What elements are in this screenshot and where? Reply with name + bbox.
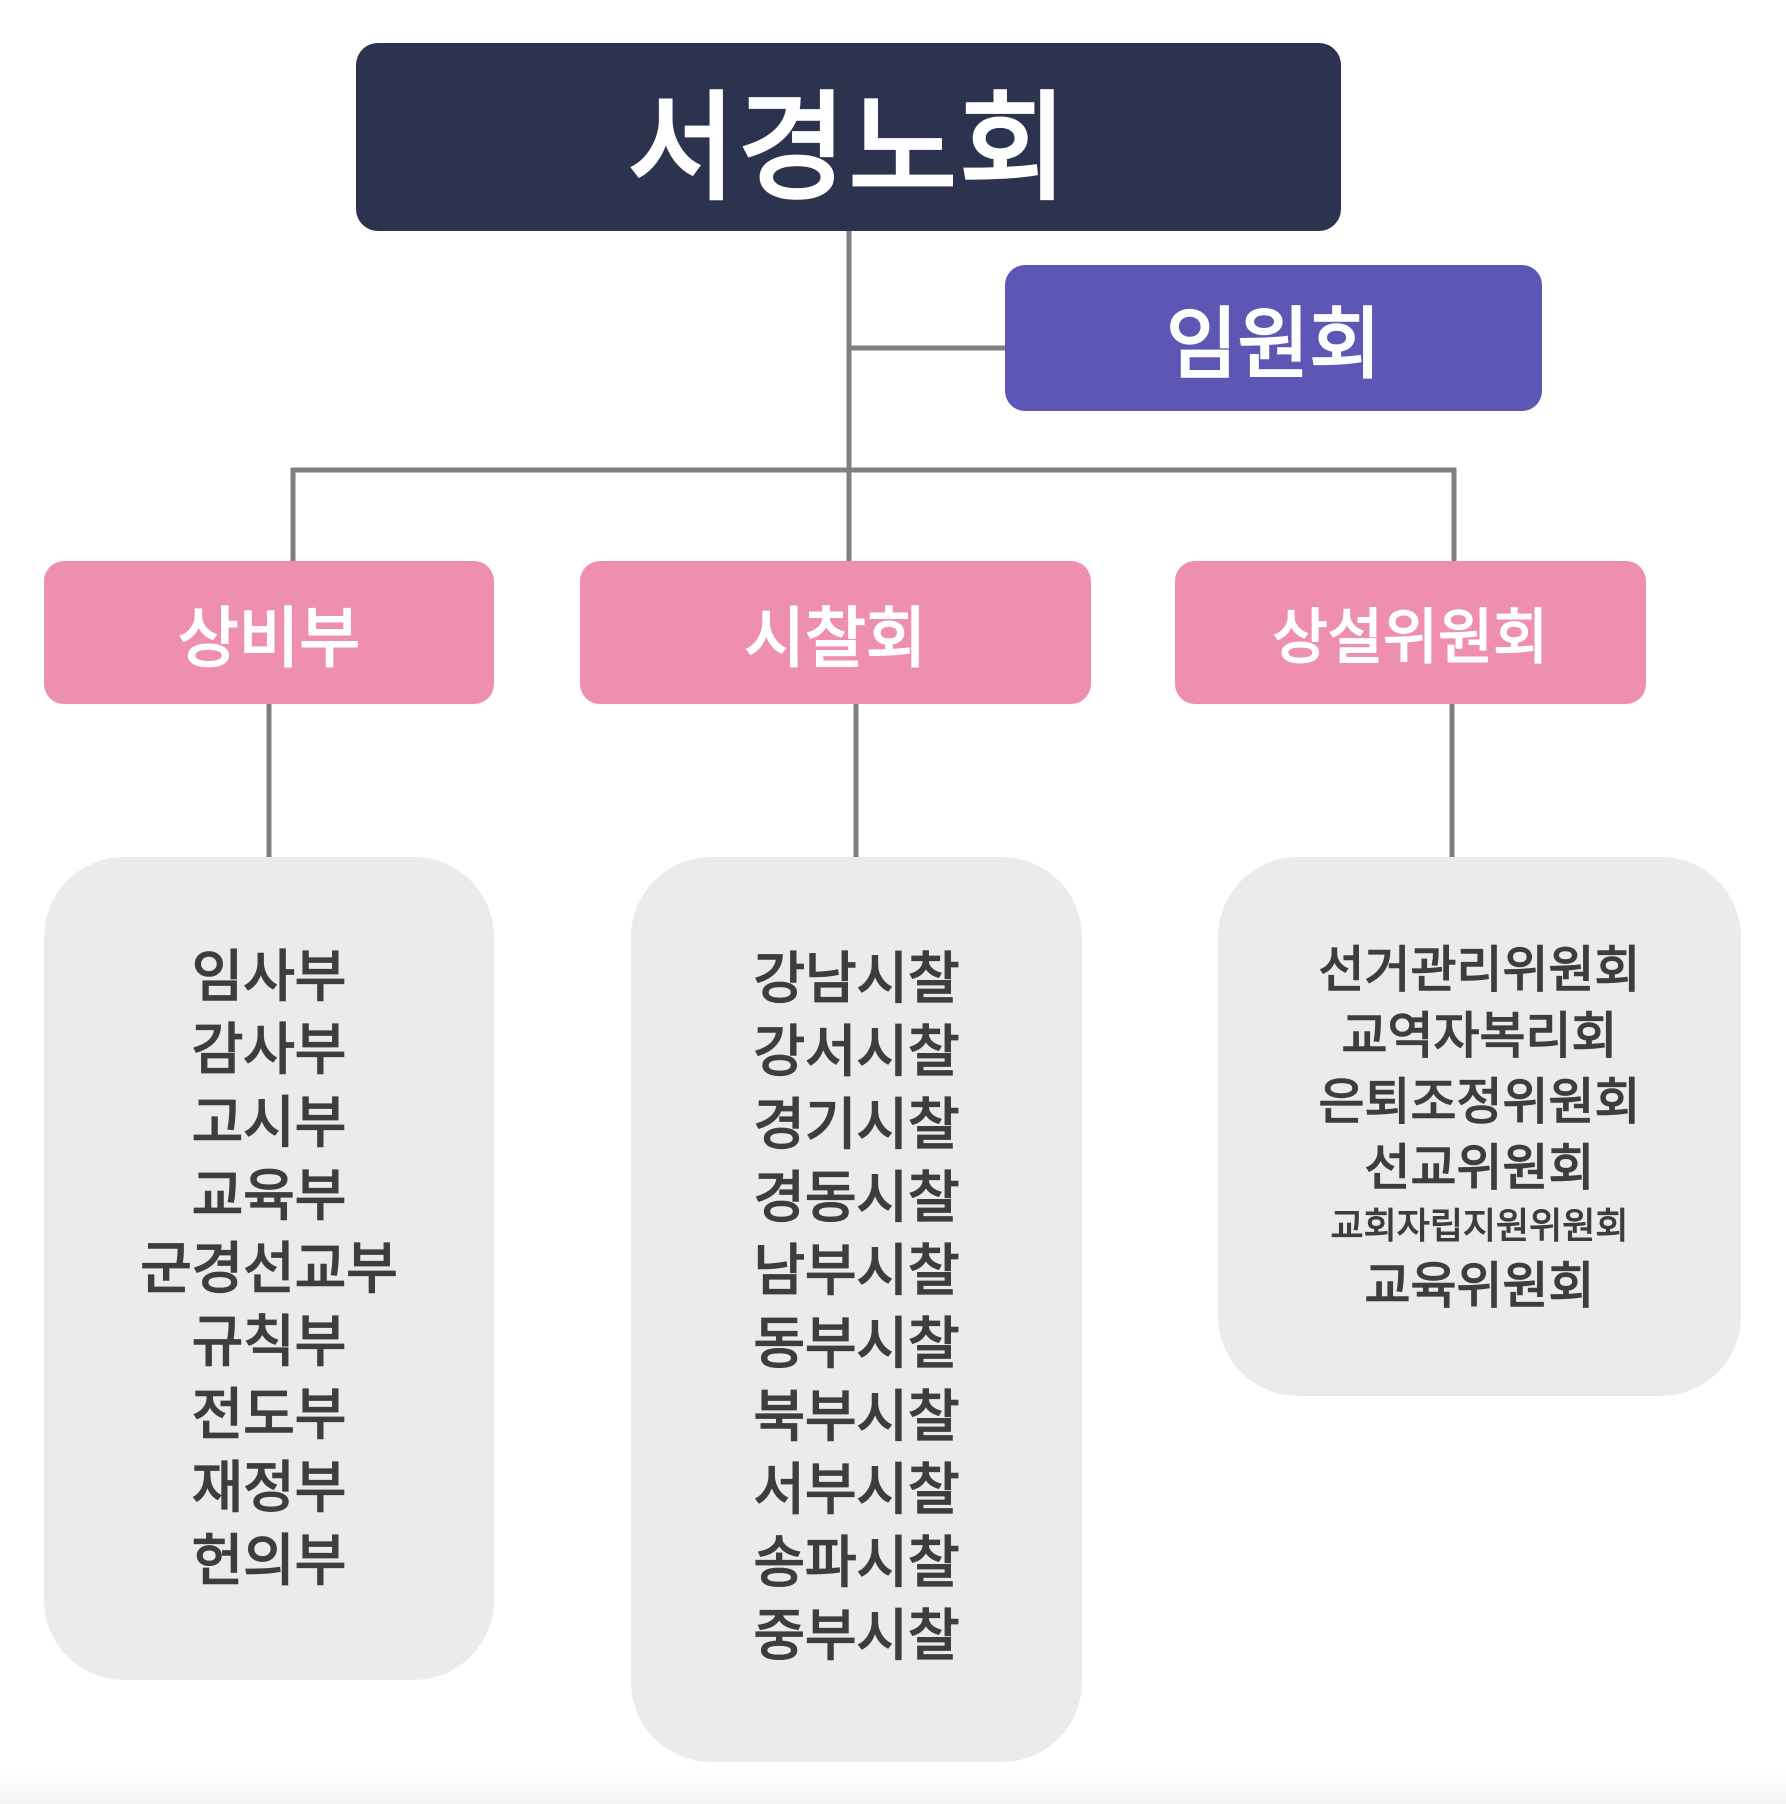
department-node-inspection: 시찰회 <box>580 561 1091 704</box>
bottom-edge-shade <box>0 1768 1786 1804</box>
root-node: 서경노회 <box>356 43 1341 231</box>
list-item: 은퇴조정위원회 <box>1318 1073 1641 1131</box>
list-item: 선교위원회 <box>1364 1139 1595 1197</box>
list-item: 교육위원회 <box>1364 1257 1595 1315</box>
list-item: 강서시찰 <box>753 1020 960 1085</box>
list-item: 송파시찰 <box>753 1531 960 1596</box>
list-item: 선거관리위원회 <box>1318 941 1641 999</box>
list-item: 북부시찰 <box>753 1385 960 1450</box>
executive-committee-label: 임원회 <box>1165 300 1382 390</box>
list-item: 고시부 <box>191 1091 347 1156</box>
list-item: 재정부 <box>191 1456 347 1521</box>
list-item: 중부시찰 <box>753 1604 960 1669</box>
department-node-permanent-committee: 상설위원회 <box>1175 561 1646 704</box>
list-item: 교회자립지원위원회 <box>1330 1206 1629 1247</box>
department-label: 상설위원회 <box>1272 603 1549 673</box>
department-node-standing: 상비부 <box>44 561 494 704</box>
list-item: 규칙부 <box>191 1310 347 1375</box>
list-item: 군경선교부 <box>140 1237 398 1302</box>
permanent-committees-list: 선거관리위원회 교역자복리회 은퇴조정위원회 선교위원회 교회자립지원위원회 교… <box>1218 857 1741 1396</box>
standing-departments-list: 임사부 감사부 고시부 교육부 군경선교부 규칙부 전도부 재정부 헌의부 <box>44 857 494 1680</box>
list-item: 동부시찰 <box>753 1312 960 1377</box>
department-label: 시찰회 <box>744 599 927 677</box>
list-item: 남부시찰 <box>753 1239 960 1304</box>
executive-committee-node: 임원회 <box>1005 265 1542 411</box>
list-item: 경기시찰 <box>753 1093 960 1158</box>
department-label: 상비부 <box>177 599 361 677</box>
list-item: 서부시찰 <box>753 1458 960 1523</box>
inspection-districts-list: 강남시찰 강서시찰 경기시찰 경동시찰 남부시찰 동부시찰 북부시찰 서부시찰 … <box>631 857 1082 1762</box>
list-item: 교역자복리회 <box>1341 1007 1618 1065</box>
root-node-label: 서경노회 <box>627 78 1070 217</box>
list-item: 교육부 <box>191 1164 347 1229</box>
list-item: 전도부 <box>191 1383 347 1448</box>
list-item: 감사부 <box>191 1018 347 1083</box>
list-item: 임사부 <box>191 945 347 1010</box>
list-item: 헌의부 <box>191 1529 347 1594</box>
list-item: 강남시찰 <box>753 947 960 1012</box>
list-item: 경동시찰 <box>753 1166 960 1231</box>
